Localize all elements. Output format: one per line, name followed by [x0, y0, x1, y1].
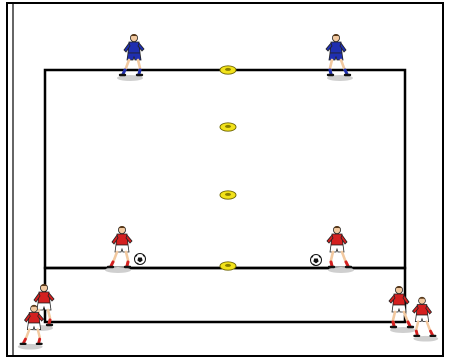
red-player-bottom-right-1: [389, 286, 416, 333]
blue-player-left: [117, 34, 144, 81]
cone-upper-mid: [220, 123, 236, 131]
field-main-area: [45, 70, 405, 268]
red-player-right-with-ball: [327, 226, 354, 273]
ball-right: [311, 255, 322, 266]
red-player-bottom-right-2: [413, 297, 439, 342]
cone-lower-mid: [220, 191, 236, 199]
cone-bottom: [220, 262, 236, 270]
field-end-zone: [45, 268, 405, 322]
cone-top: [220, 66, 236, 74]
blue-player-right: [326, 34, 353, 81]
red-player-left-with-ball: [105, 226, 132, 273]
ball-left: [135, 254, 146, 265]
outer-frame: [7, 3, 443, 356]
